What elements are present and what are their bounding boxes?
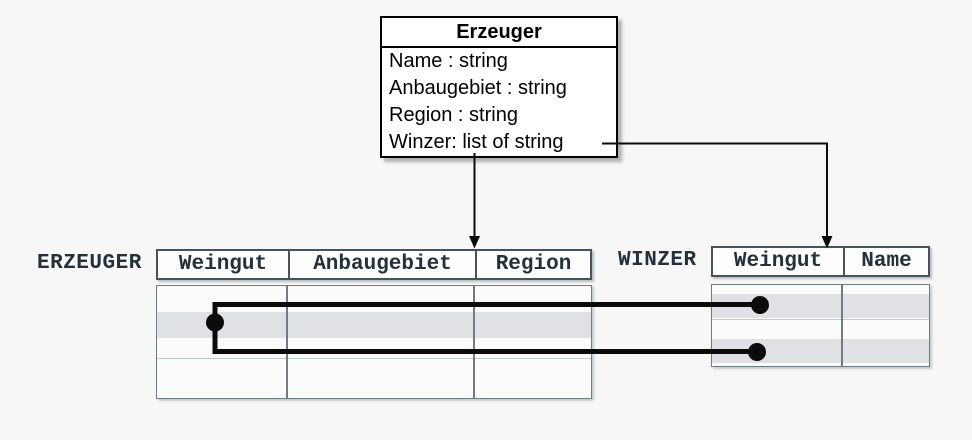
class-attribute-region: Region : string: [389, 104, 518, 126]
erzeuger-header-weingut: Weingut: [178, 253, 268, 276]
erzeuger-header-anbaugebiet: Anbaugebiet: [288, 251, 475, 278]
erzeuger-highlighted-row: [157, 312, 591, 338]
winzer-column-separator: [841, 285, 843, 366]
erzeuger-table-label: ERZEUGER: [37, 252, 142, 275]
winzer-attribute-to-winzer-arrow-line: [602, 142, 828, 236]
winzer-highlighted-row-1: [712, 294, 929, 318]
erzeuger-table-body: [156, 285, 592, 399]
winzer-header-weingut: Weingut: [733, 250, 823, 273]
winzer-header-name: Name: [843, 248, 928, 275]
class-title: Erzeuger: [382, 18, 616, 48]
uml-class-box-erzeuger: Erzeuger Name : string Anbaugebiet : str…: [380, 16, 618, 158]
erzeuger-column-separator-2: [473, 286, 475, 398]
class-attribute-name: Name : string: [389, 50, 508, 72]
erzeuger-header-region: Region: [475, 251, 590, 278]
winzer-highlighted-row-2: [712, 339, 929, 363]
class-attribute-winzer: Winzer: list of string: [389, 131, 564, 153]
erzeuger-row-divider: [157, 357, 591, 359]
winzer-row-divider: [712, 318, 929, 320]
erzeuger-column-separator-1: [286, 286, 288, 398]
erzeuger-table-header: Weingut Anbaugebiet Region: [156, 249, 592, 280]
winzer-table-label: WINZER: [618, 249, 697, 272]
winzer-table-header: Weingut Name: [711, 246, 930, 277]
class-to-erzeuger-arrowhead-icon: [469, 236, 480, 249]
winzer-table-body: [711, 284, 930, 367]
class-attribute-anbaugebiet: Anbaugebiet : string: [389, 77, 567, 99]
